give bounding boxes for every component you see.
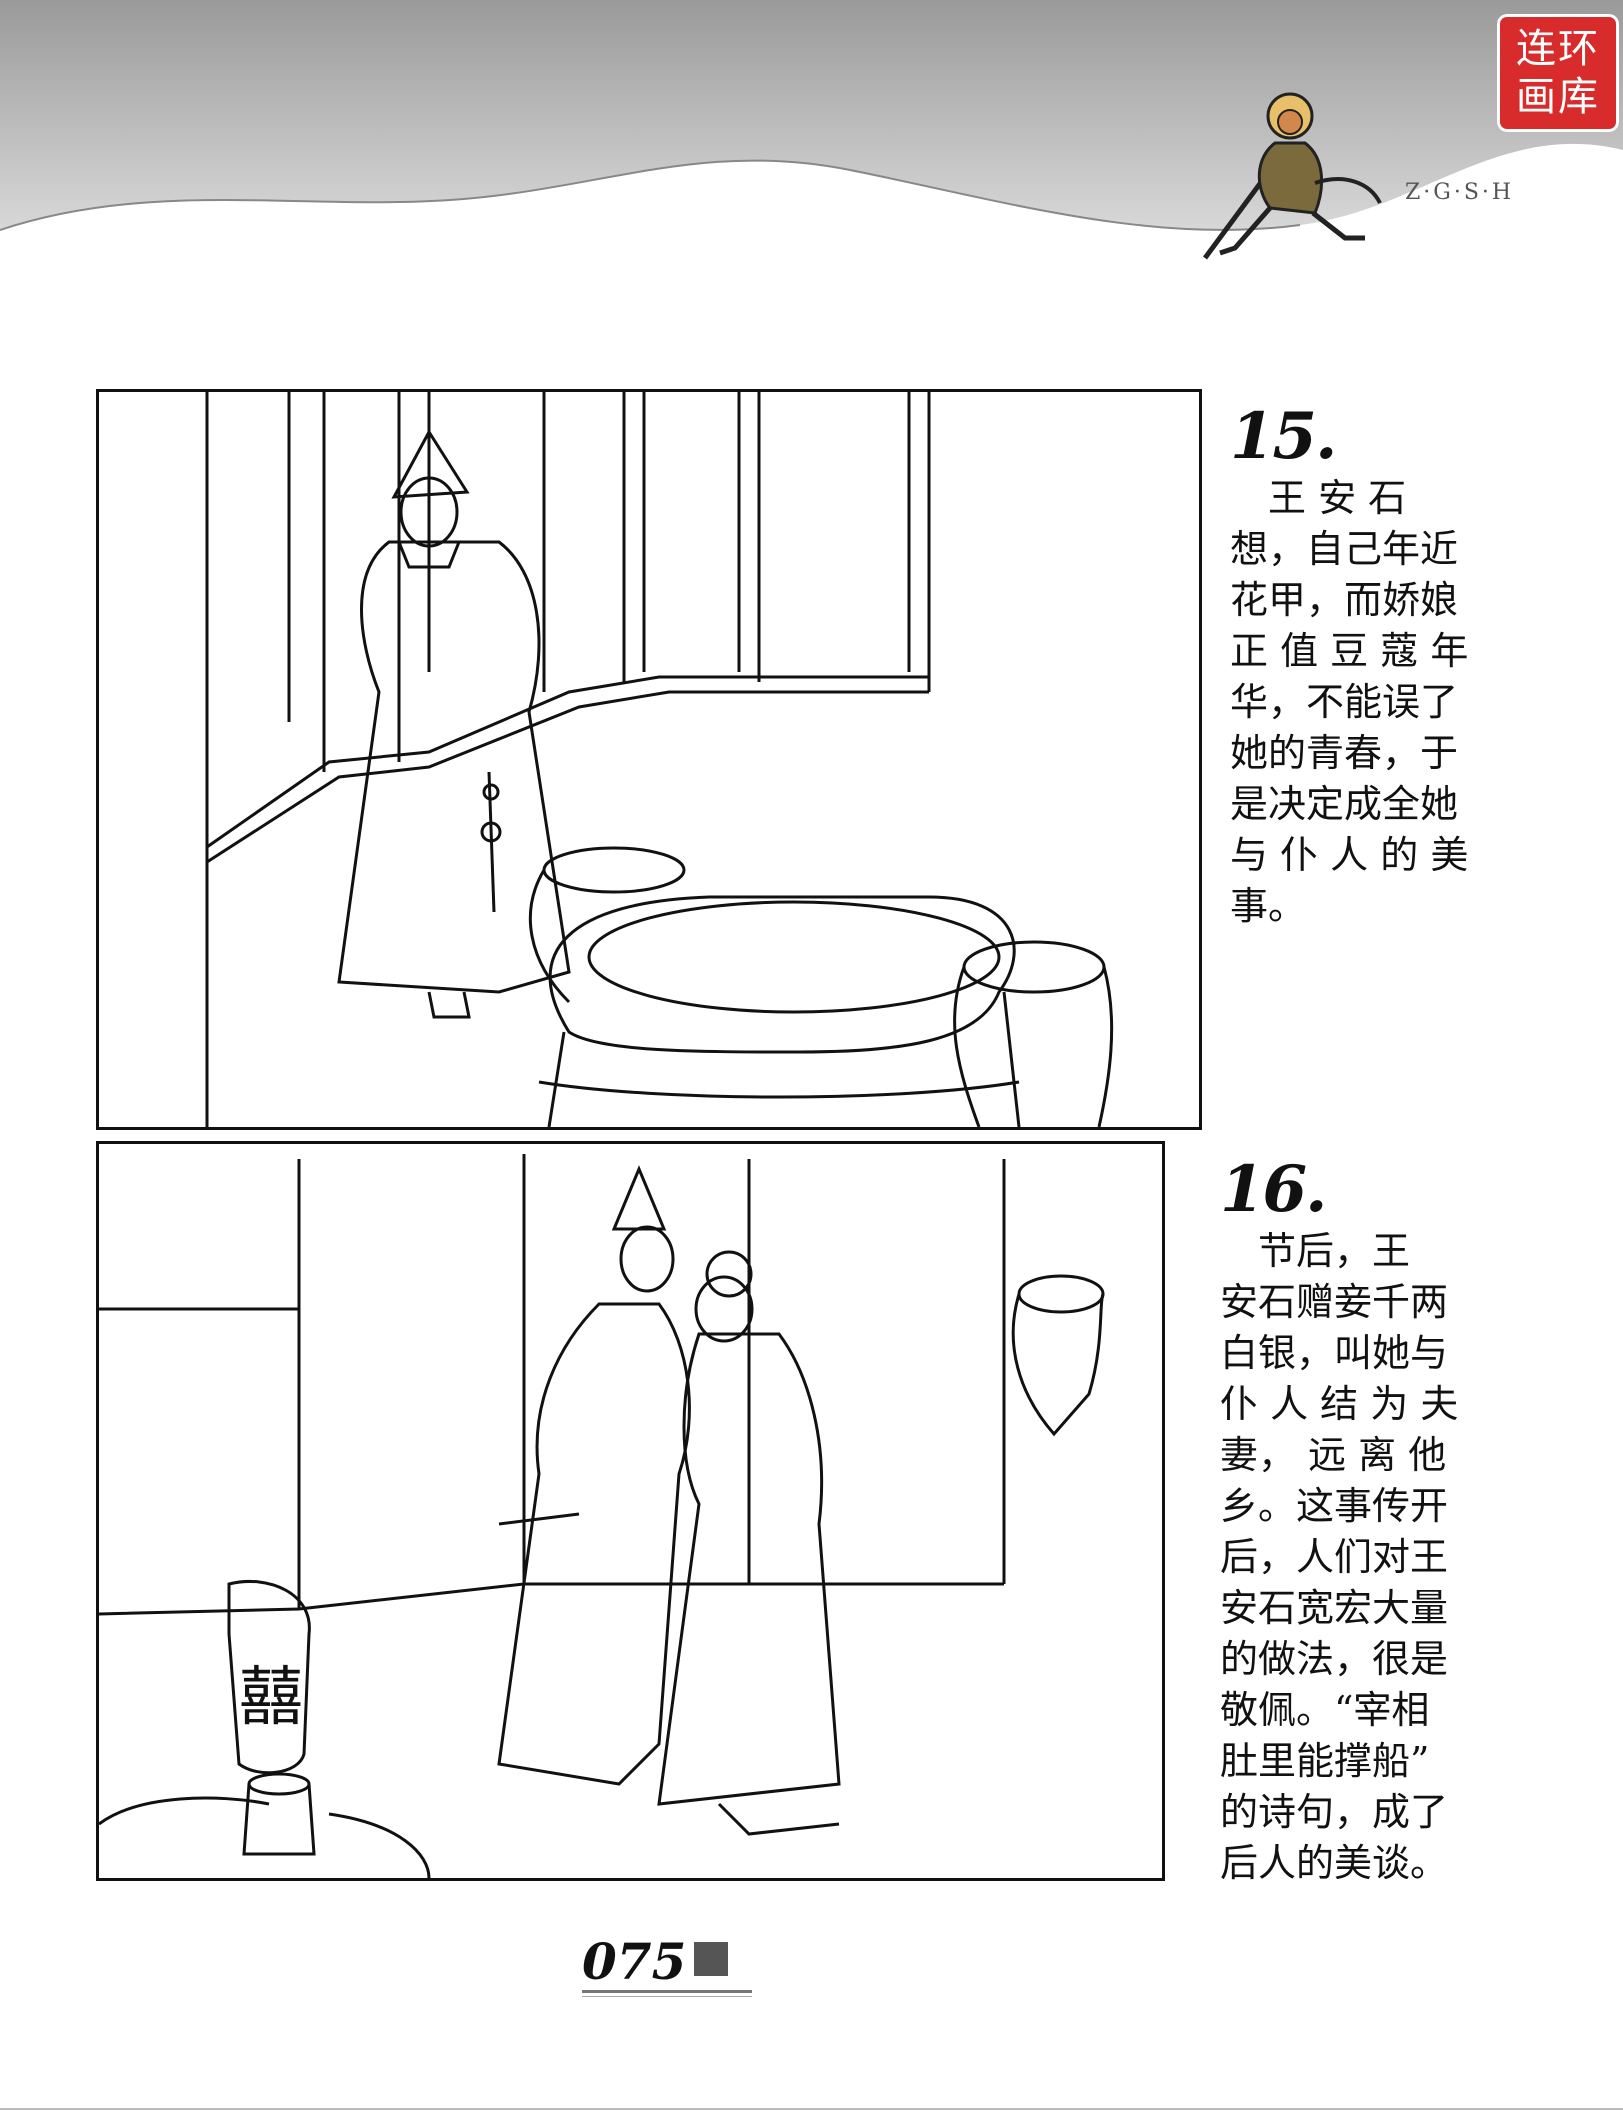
seal-line-1: 连环: [1516, 26, 1600, 72]
caption-line: 华，不能误了: [1230, 680, 1459, 724]
caption-line: 后，人们对王: [1220, 1535, 1449, 1579]
comic-panel-16: 囍: [96, 1141, 1165, 1881]
comic-panel-15: [96, 389, 1202, 1130]
caption-15-text: 王 安 石 想，自己年近 花甲，而娇娘 正 值 豆 蔻 年 华，不能误了 她的青…: [1230, 473, 1490, 932]
caption-line: 事。: [1230, 884, 1307, 928]
caption-line: 与 仆 人 的 美: [1230, 833, 1469, 877]
caption-line: 想，自己年近: [1230, 527, 1459, 571]
caption-line: 安石赠妾千两: [1220, 1280, 1449, 1324]
caption-16-number: 16.: [1220, 1152, 1327, 1227]
caption-line: 是决定成全她: [1230, 782, 1459, 826]
caption-16: 16. 节后，王 安石赠妾千两 白银，叫她与 仆 人 结 为 夫 妻， 远 离 …: [1220, 1158, 1480, 1889]
bottom-rule: [0, 2108, 1623, 2110]
panel-15-illustration: [205, 392, 1114, 1127]
caption-15: 15. 王 安 石 想，自己年近 花甲，而娇娘 正 值 豆 蔻 年 华，不能误了…: [1230, 405, 1490, 932]
caption-line: 的诗句，成了: [1220, 1790, 1449, 1834]
caption-line: 节后，王: [1220, 1229, 1411, 1273]
caption-line: 安石宽宏大量: [1220, 1586, 1449, 1630]
page-number-underline-thin: [582, 1996, 752, 1997]
page-number: 075: [582, 1932, 687, 1991]
monkey-king-figure: [1202, 92, 1382, 260]
caption-line: 仆 人 结 为 夫: [1220, 1382, 1459, 1426]
double-happiness-glyph: 囍: [239, 1661, 303, 1735]
caption-line: 的做法，很是: [1220, 1637, 1449, 1681]
caption-line: 肚里能撑船”: [1220, 1739, 1430, 1783]
caption-line: 妻， 远 离 他: [1220, 1433, 1447, 1477]
caption-line: 敬佩。“宰相: [1220, 1688, 1430, 1732]
caption-line: 她的青春，于: [1230, 731, 1459, 775]
caption-line: 乡。这事传开: [1220, 1484, 1449, 1528]
caption-line: 王 安 石: [1230, 476, 1407, 520]
caption-line: 后人的美谈。: [1220, 1841, 1449, 1885]
page-number-square-icon: [694, 1942, 728, 1976]
page-number-underline: [582, 1990, 752, 1993]
caption-15-number: 15.: [1230, 399, 1337, 474]
series-mark: Z·G·S·H: [1405, 180, 1515, 205]
caption-line: 正 值 豆 蔻 年: [1230, 629, 1469, 673]
caption-16-text: 节后，王 安石赠妾千两 白银，叫她与 仆 人 结 为 夫 妻， 远 离 他 乡。…: [1220, 1226, 1480, 1889]
seal-line-2: 画库: [1516, 74, 1600, 120]
caption-line: 白银，叫她与: [1220, 1331, 1449, 1375]
series-seal: 连环 画库: [1497, 14, 1619, 132]
header-band: [0, 0, 1623, 231]
caption-line: 花甲，而娇娘: [1230, 578, 1459, 622]
panel-16-illustration: 囍: [99, 1154, 1105, 1878]
